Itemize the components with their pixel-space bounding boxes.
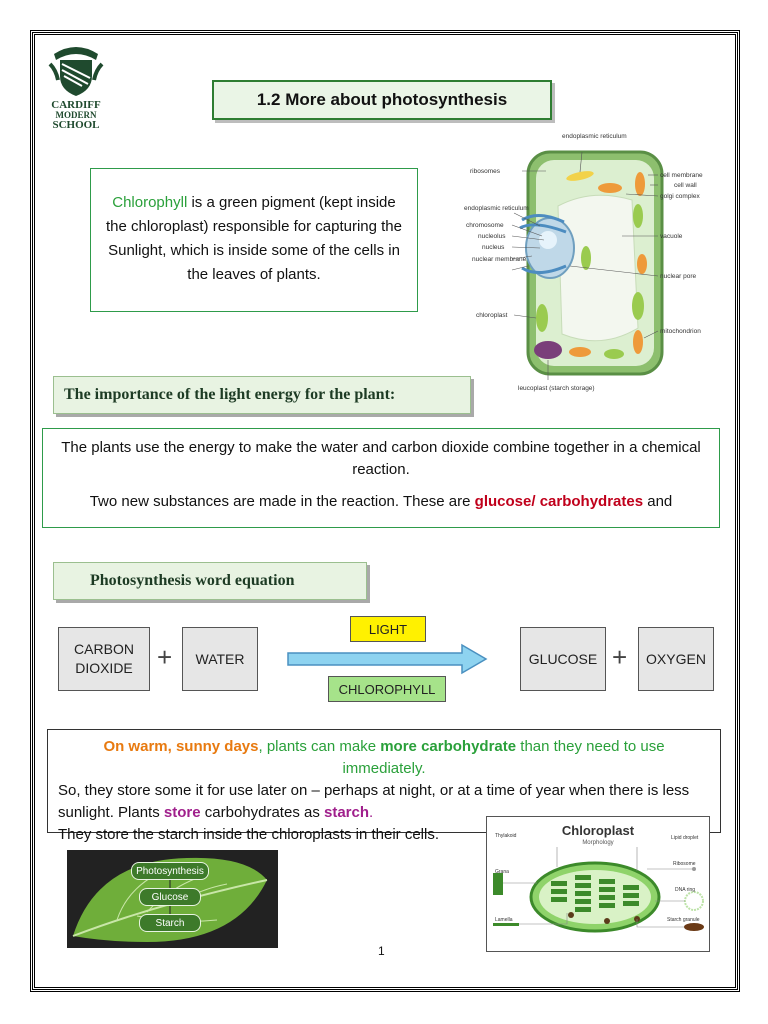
school-logo: CARDIFF MODERN SCHOOL	[40, 40, 112, 131]
cp-label-ribosome: Ribosome	[673, 861, 696, 867]
store-line-2-text: So, they store some it for use later on …	[58, 782, 690, 821]
label-nucleolus: nucleolus	[478, 233, 506, 240]
label-nuclear-pore: nuclear pore	[660, 273, 697, 280]
light-para-2-text: Two new substances are made in the react…	[89, 493, 475, 510]
label-chloroplast: chloroplast	[476, 312, 508, 319]
light-para-2: Two new substances are made in the react…	[53, 491, 709, 513]
cp-label-grana: Grana	[495, 869, 509, 875]
cp-label-lipid-droplet: Lipid droplet	[671, 835, 699, 841]
label-er-top: endoplasmic reticulum	[562, 133, 627, 140]
store-line-3: They store the starch inside the chlorop…	[58, 826, 440, 843]
label-chromosome: chromosome	[466, 222, 504, 229]
glucose-term: glucose/ carbohydrates	[474, 493, 644, 510]
plus-sign-2: +	[612, 642, 628, 672]
crest-icon	[48, 47, 104, 96]
starch-storage-box: On warm, sunny days, plants can make mor…	[47, 729, 721, 843]
logo-line2: MODERN	[55, 110, 97, 120]
label-golgi: golgi complex	[660, 193, 700, 200]
more-carbohydrate: more carbohydrate	[380, 738, 517, 755]
label-ribosomes: ribosomes	[470, 168, 501, 175]
plant-cell-diagram: endoplasmic reticulum ribosomes cell mem…	[464, 133, 703, 392]
warm-sunny-days: On warm, sunny days	[103, 738, 259, 755]
label-mitochondrion: mitochondrion	[660, 328, 701, 335]
cp-label-dna-ring: DNA ring	[675, 887, 696, 893]
store-line-1: On warm, sunny days, plants can make mor…	[48, 736, 720, 780]
starch-term: starch	[324, 804, 370, 821]
label-vacuole: vacuole	[660, 233, 683, 240]
section-header-light-energy: The importance of the light energy for t…	[53, 376, 471, 414]
page-border	[30, 30, 740, 992]
reactant-carbon-dioxide: CARBON DIOXIDE	[58, 627, 150, 691]
label-cell-membrane: cell membrane	[660, 172, 703, 179]
store-line-2-end: .	[369, 804, 374, 821]
chloroplast-subtitle: Morphology	[582, 840, 614, 846]
page-title: 1.2 More about photosynthesis	[212, 80, 552, 120]
logo-line3: SCHOOL	[52, 119, 100, 131]
reaction-arrow-icon	[287, 643, 488, 675]
product-glucose: GLUCOSE	[520, 627, 606, 691]
light-para-1: The plants use the energy to make the wa…	[61, 439, 701, 478]
chlorophyll-definition-box: Chlorophyll is a green pigment (kept ins…	[90, 168, 418, 312]
chlorophyll-term: Chlorophyll	[112, 194, 188, 211]
chlorophyll-text: is a green pigment (kept inside the chlo…	[105, 194, 402, 283]
store-term: store	[163, 804, 201, 821]
leaf-photosynthesis-image: Photosynthesis Glucose Starch	[67, 850, 278, 948]
chloroplast-title: Chloroplast	[561, 823, 635, 838]
condition-chlorophyll: CHLOROPHYLL	[328, 676, 446, 702]
store-line-2: So, they store some it for use later on …	[48, 780, 720, 824]
logo-line1: CARDIFF	[51, 99, 101, 111]
plus-sign-1: +	[157, 642, 173, 672]
cp-label-starch-granule: Starch granule	[667, 917, 700, 923]
condition-light: LIGHT	[350, 616, 426, 642]
reactant-water: WATER	[182, 627, 258, 691]
leaf-step-starch: Starch	[139, 914, 201, 932]
label-nuclear-membrane: nuclear membrane	[472, 256, 527, 263]
light-energy-box: The plants use the energy to make the wa…	[42, 428, 720, 528]
label-cell-wall: cell wall	[674, 182, 697, 189]
leaf-step-glucose: Glucose	[139, 888, 201, 906]
leaf-step-photosynthesis: Photosynthesis	[131, 862, 209, 880]
section-header-word-equation: Photosynthesis word equation	[53, 562, 367, 600]
chloroplast-icon	[493, 847, 704, 933]
label-leucoplast: leucoplast (starch storage)	[518, 385, 595, 392]
page-number: 1	[378, 944, 385, 958]
light-para-2-end: and	[643, 493, 673, 510]
cp-label-lamella: Lamella	[495, 917, 513, 923]
product-oxygen: OXYGEN	[638, 627, 714, 691]
store-line-1-mid: , plants can make	[258, 738, 381, 755]
store-line-1-end: than they need to use immediately.	[342, 738, 665, 777]
cp-label-thylakoid: Thylakoid	[495, 833, 517, 839]
label-nucleus: nucleus	[482, 244, 505, 251]
chloroplast-morphology-image: Chloroplast Morphology Thylakoid Grana	[486, 816, 710, 952]
label-er-left: endoplasmic reticulum	[464, 205, 529, 212]
store-line-2-mid: carbohydrates as	[200, 804, 324, 821]
